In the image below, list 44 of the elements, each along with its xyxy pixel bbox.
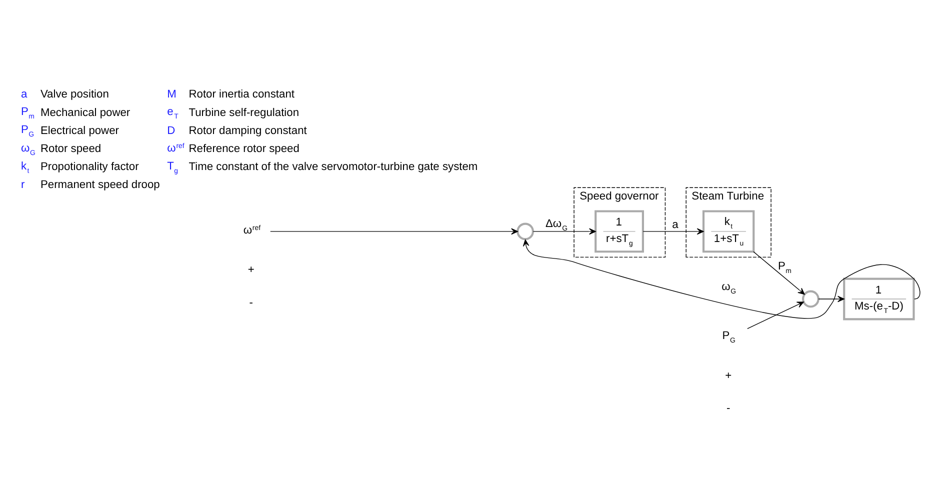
label: k$_{t}$: [20, 160, 30, 175]
label: Turbine self-regulation: [188, 106, 300, 119]
label: Rotor damping constant: [188, 124, 307, 137]
label: a: [20, 88, 28, 101]
arrow: [270, 228, 518, 235]
node-circle: [516, 222, 534, 240]
arrow: [642, 228, 704, 235]
node-circle: [802, 290, 820, 308]
edge-label: a: [672, 218, 678, 231]
label: Rotor speed: [40, 142, 102, 155]
arrow: [818, 296, 844, 302]
node-text: ω$^{ref}$: [243, 224, 261, 236]
label: D: [167, 124, 176, 137]
label: Mechanical power: [40, 106, 130, 119]
node-box: k$_{t}$ 1+sT$_{u}$: [702, 210, 755, 253]
label: -: [249, 296, 254, 309]
label: Permanent speed droop: [40, 179, 160, 192]
label: M: [167, 88, 176, 101]
label: P$_{m}$: [20, 106, 34, 121]
arrow: [747, 302, 804, 330]
label: Time constant of the valve servomotor-turbine gate system: [188, 161, 478, 174]
label: Reference rotor speed: [188, 142, 300, 155]
node-text: P$_{G}$: [722, 330, 736, 345]
label: ω$_{G}$: [20, 142, 36, 157]
arrow: [753, 251, 805, 295]
edge-label: P$_{m}$: [778, 260, 792, 276]
node-box: 1 Ms-(e$_{T}$-D): [843, 278, 915, 320]
label: Electrical power: [40, 124, 120, 137]
arrow: [522, 239, 920, 319]
arrow: [532, 228, 596, 235]
label: Propotionality factor: [40, 161, 139, 174]
label: r: [20, 179, 25, 192]
edge-label: Δω$_{G}$: [545, 218, 568, 233]
label: T$_{g}$: [167, 160, 178, 175]
label: Rotor inertia constant: [188, 88, 294, 101]
label: -: [726, 402, 730, 415]
node-box: 1 r+sT$_{g}$: [594, 210, 644, 253]
edge-label: ω$_{G}$: [722, 280, 736, 296]
label: P$_{G}$: [20, 124, 34, 139]
label: ω$^{ref}$: [167, 142, 184, 154]
label: +: [725, 370, 732, 382]
label: +: [248, 264, 254, 276]
label: Valve position: [40, 88, 109, 101]
label: e$_{T}$: [167, 106, 178, 121]
